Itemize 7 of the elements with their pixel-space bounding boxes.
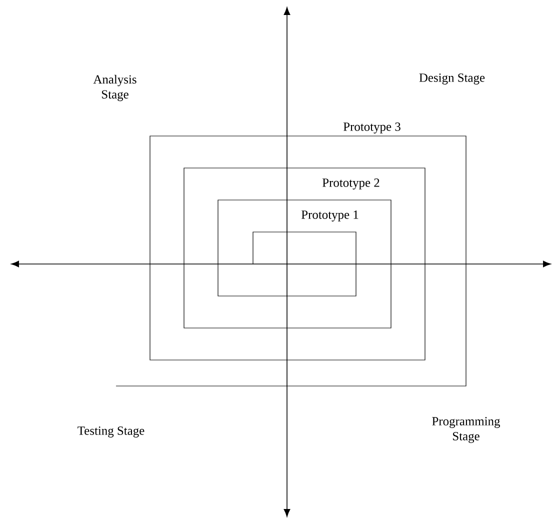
stage-label: Programming Stage bbox=[432, 417, 500, 443]
stage-label: Design Stage bbox=[419, 74, 485, 84]
stage-label: Analysis Stage bbox=[93, 74, 136, 102]
stage-label: Prototype 3 bbox=[343, 122, 400, 134]
stage-label: Prototype 2 bbox=[322, 178, 380, 190]
stage-label: Testing Stage bbox=[78, 426, 144, 438]
stage-label: Prototype 1 bbox=[301, 210, 358, 222]
